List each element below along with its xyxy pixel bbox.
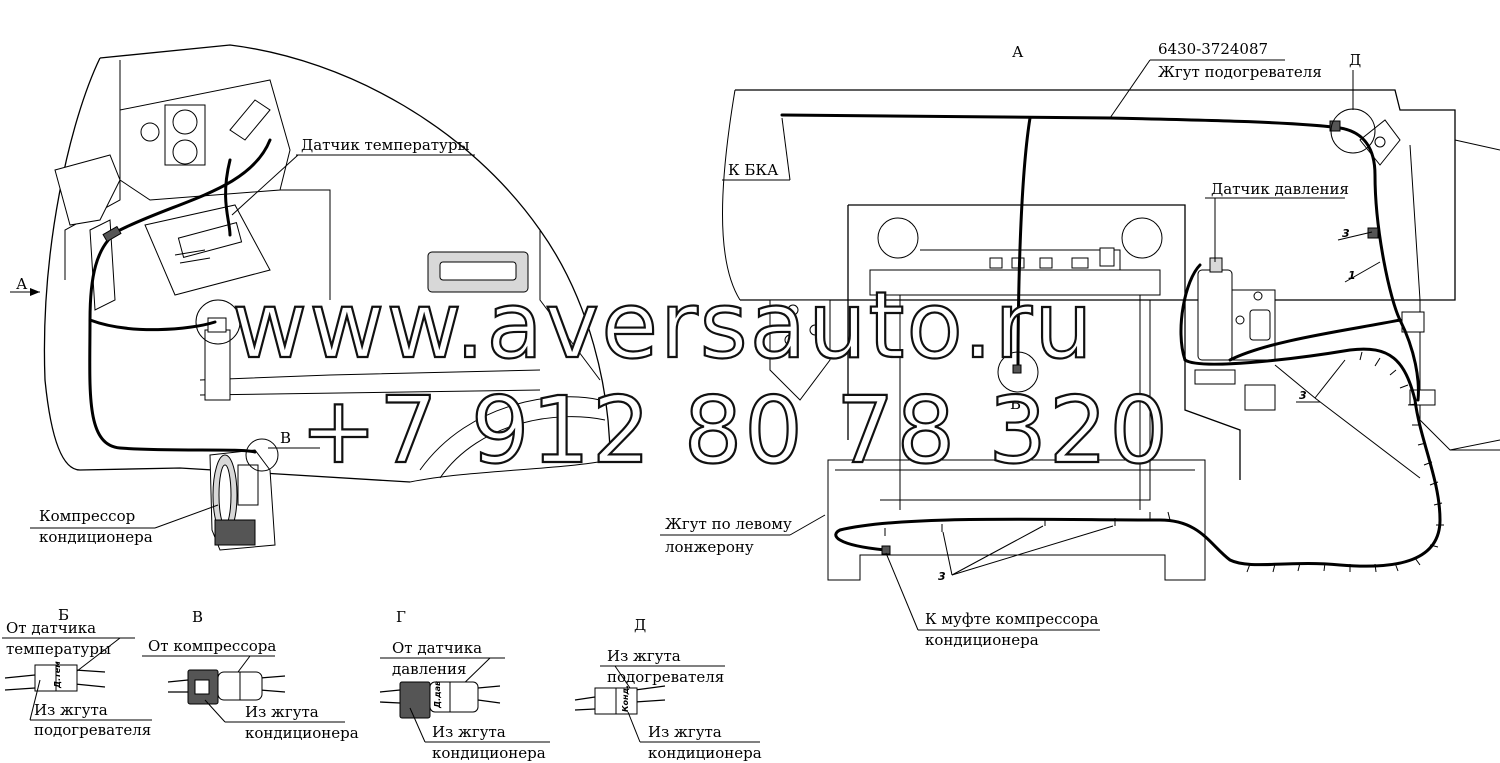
clutch-label-1: К муфте компрессора [925, 610, 1099, 628]
detail-g-top-1: От датчика [392, 639, 482, 657]
compressor-label-2: кондиционера [39, 528, 153, 546]
item-3-label-mid: 3 [1299, 389, 1307, 402]
detail-b-top-2: температуры [6, 640, 111, 658]
pressure-sensor-label: Датчик давления [1211, 180, 1349, 198]
part-number-label: 6430-3724087 [1158, 40, 1268, 58]
detail-g-connector-text: Д.дав [433, 681, 442, 709]
callout-b-label: Б [1010, 395, 1021, 413]
item-3-label-top: 3 [1342, 227, 1350, 240]
detail-g: Г От датчика давления Д.дав Из жгута кон… [379, 608, 550, 762]
item-1-label: 1 [1348, 269, 1356, 282]
compressor-label-1: Компрессор [39, 507, 135, 525]
callout-v-label: В [280, 429, 291, 447]
detail-b-bottom-2: подогревателя [34, 721, 151, 739]
item-3-label-bottom: 3 [938, 570, 946, 583]
callout-d-label: Д [1349, 51, 1361, 69]
detail-v-title: В [192, 608, 203, 626]
detail-g-top-2: давления [392, 660, 467, 678]
detail-v-bottom-1: Из жгута [245, 703, 319, 721]
detail-b-top-1: От датчика [6, 619, 96, 637]
detail-g-bottom-1: Из жгута [432, 723, 506, 741]
left-member-label-2: лонжерону [665, 538, 754, 556]
clutch-label-2: кондиционера [925, 631, 1039, 649]
heater-harness-label: Жгут подогревателя [1158, 63, 1322, 81]
detail-v: В От компрессора Из жгута кондиционера [142, 608, 359, 742]
detail-d-title: Д [634, 616, 646, 634]
right-view-labels: А 6430-3724087 Жгут подогревателя Д К БК… [660, 40, 1421, 649]
detail-d: Д Из жгута подогревателя Конд. Из жгута … [574, 616, 762, 762]
detail-v-top-1: От компрессора [148, 637, 276, 655]
left-engine-view [43, 44, 611, 551]
detail-b-bottom-1: Из жгута [34, 701, 108, 719]
compressor-drawing [209, 449, 276, 551]
detail-b-connector-text: Д.тем [53, 661, 62, 689]
watermark: www.aversauto.ru +7 912 80 78 320 [231, 271, 1170, 485]
view-a-title: А [1012, 43, 1024, 61]
detail-g-title: Г [396, 608, 406, 626]
detail-d-bottom-2: кондиционера [648, 744, 762, 762]
watermark-phone: +7 912 80 78 320 [300, 377, 1170, 484]
detail-v-bottom-2: кондиционера [245, 724, 359, 742]
detail-b: Б От датчика температуры Д.тем Из жгута … [2, 606, 152, 739]
temp-sensor-label: Датчик температуры [301, 136, 469, 154]
watermark-site: www.aversauto.ru [232, 272, 1095, 379]
to-bka-label: К БКА [728, 161, 779, 179]
detail-d-top-1: Из жгута [607, 647, 681, 665]
detail-g-bottom-2: кондиционера [432, 744, 546, 762]
detail-b-title: Б [58, 606, 69, 624]
detail-d-top-2: подогревателя [607, 668, 724, 686]
right-chassis-view [722, 89, 1500, 581]
left-view-labels: А Датчик температуры В Компрессор кондиц… [10, 136, 475, 546]
detail-d-bottom-1: Из жгута [648, 723, 722, 741]
detail-d-connector-text: Конд. [621, 685, 630, 712]
left-member-label-1: Жгут по левому [665, 515, 792, 533]
view-a-arrow-label: А [16, 275, 28, 293]
